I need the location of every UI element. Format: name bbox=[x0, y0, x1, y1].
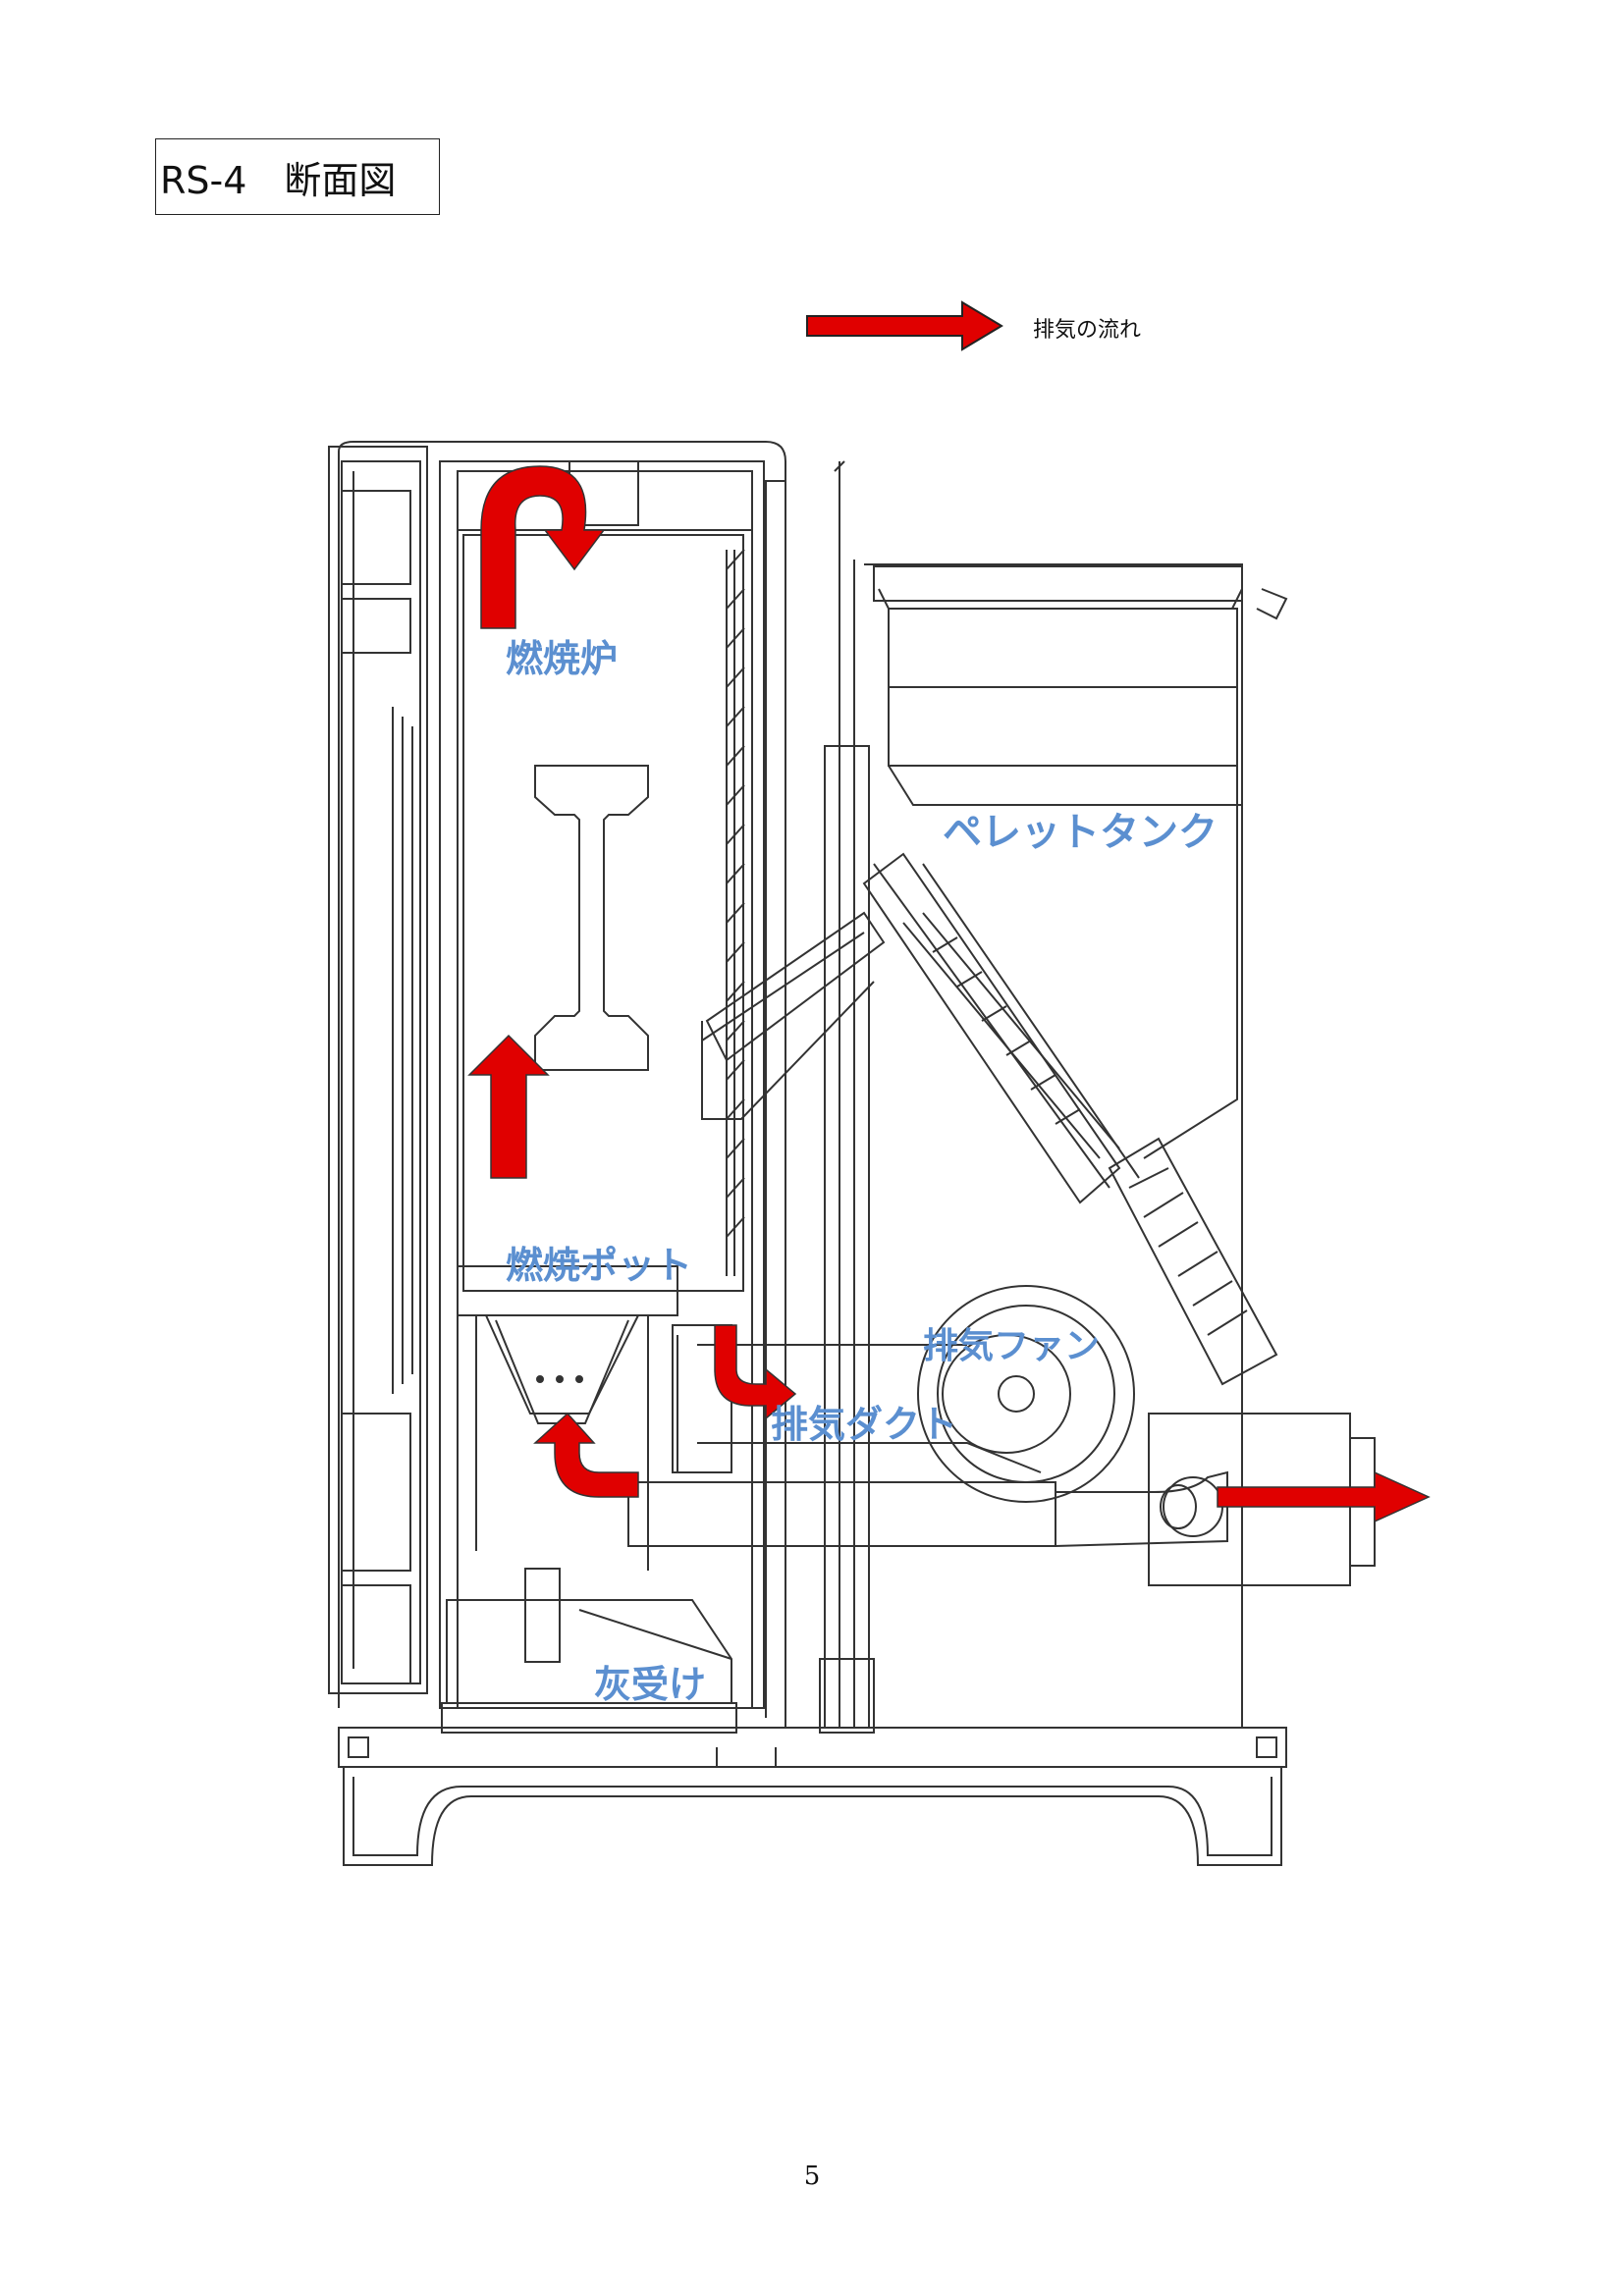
diagram-title: RS-4 断面図 bbox=[155, 138, 440, 215]
exhaust-flow-arrows bbox=[467, 465, 1431, 1523]
label-combustion-pot: 燃焼ポット bbox=[506, 1244, 693, 1287]
label-ash-tray: 灰受け bbox=[594, 1663, 707, 1706]
label-exhaust-fan: 排気ファン bbox=[923, 1326, 1101, 1366]
label-exhaust-duct: 排気ダクト bbox=[771, 1403, 958, 1446]
label-combustion-furnace: 燃焼炉 bbox=[506, 637, 619, 680]
stove-outline bbox=[328, 441, 1376, 1866]
legend-label: 排気の流れ bbox=[1033, 318, 1142, 343]
legend-arrow bbox=[806, 300, 1003, 351]
label-pellet-tank: ペレットタンク bbox=[943, 810, 1218, 855]
page-number: 5 bbox=[803, 2162, 821, 2191]
